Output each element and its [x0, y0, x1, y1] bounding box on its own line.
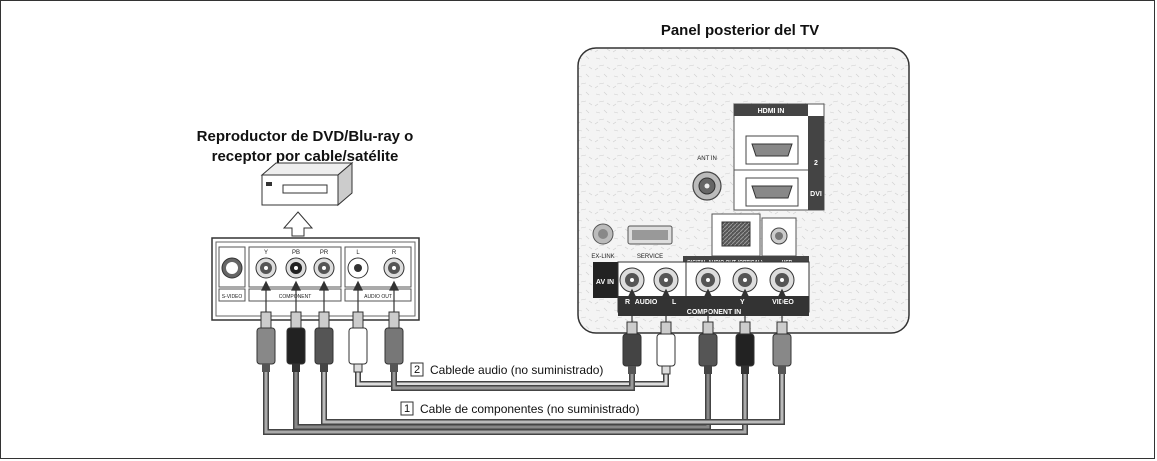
player-side-plugs	[256, 311, 404, 373]
hdmi-2-label: 2	[814, 160, 818, 167]
dvd-player-icon	[260, 161, 354, 207]
tv-rca-jacks	[619, 267, 795, 293]
player-s-video-jack	[221, 257, 243, 279]
component-cable	[263, 370, 785, 435]
s-video-label: S-VIDEO	[222, 294, 243, 300]
audio-l-label: L	[672, 299, 677, 306]
player-pb-jack	[285, 257, 307, 279]
usb-port	[761, 217, 797, 257]
player-title-line1: Reproductor de DVD/Blu-ray o	[196, 128, 414, 145]
plug-r-player	[384, 311, 404, 372]
component-cable-number: 1	[404, 403, 410, 415]
audio-out-label: AUDIO OUT	[364, 294, 392, 300]
tv-audio-r-jack	[619, 267, 645, 293]
player-pr-label: PR	[320, 250, 329, 256]
audio-cable	[355, 368, 669, 391]
dvi-label: DVI	[810, 191, 822, 198]
hdmi-in-label: HDMI IN	[758, 108, 785, 115]
plug-l-player	[348, 311, 368, 373]
plug-l-tv	[656, 321, 676, 375]
player-y-label: Y	[264, 250, 268, 256]
tv-connection-arrows	[627, 288, 787, 322]
hdmi-port-1	[745, 177, 799, 207]
plug-pr-tv	[698, 321, 718, 374]
plug-pr-player	[314, 311, 334, 372]
ant-in-port: ANT IN	[692, 156, 722, 201]
tv-y-jack	[769, 267, 795, 293]
audio-cable-caption: 2 Cablede audio (no suministrado)	[410, 362, 603, 377]
ant-in-label: ANT IN	[697, 156, 717, 162]
player-title-line2: receptor por cable/satélite	[211, 148, 399, 165]
player-back-panel: S-VIDEO COMPONENT AUDIO OUT Y PB PR L R	[211, 237, 420, 321]
ex-link-label: EX-LINK	[591, 254, 614, 260]
hdmi-port-2	[745, 135, 799, 165]
tv-pr-jack	[695, 267, 721, 293]
plug-y-player	[256, 311, 276, 372]
plug-r-tv	[622, 321, 642, 374]
player-r-label: R	[392, 250, 397, 256]
player-pb-label: PB	[292, 250, 300, 256]
player-title: Reproductor de DVD/Blu-ray o receptor po…	[160, 127, 450, 167]
tv-side-plugs	[622, 321, 792, 375]
video-label: VIDEO	[772, 299, 794, 306]
tv-pb-jack	[732, 267, 758, 293]
player-r-jack	[383, 257, 405, 279]
component-cable-label: Cable de componentes (no suministrado)	[420, 402, 639, 416]
plug-y-tv	[772, 321, 792, 374]
player-y-jack	[255, 257, 277, 279]
tv-panel-title: Panel posterior del TV	[660, 22, 820, 39]
player-connection-arrows	[261, 280, 399, 312]
audio-label: AUDIO	[635, 299, 658, 306]
player-l-jack	[347, 257, 369, 279]
player-l-label: L	[356, 250, 360, 256]
av-in-label: AV IN	[596, 279, 614, 286]
plug-pb-player	[286, 311, 306, 372]
plug-pb-tv	[735, 321, 755, 374]
hdmi-in-block: HDMI IN 2 DVI	[733, 103, 825, 211]
digital-audio-out-port	[711, 213, 761, 257]
component-in-label: COMPONENT IN	[687, 309, 741, 316]
component-label: COMPONENT	[279, 294, 312, 300]
ex-link-port: EX-LINK	[591, 223, 615, 260]
player-pr-jack	[313, 257, 335, 279]
audio-cable-label: Cablede audio (no suministrado)	[430, 363, 603, 377]
player-arrow	[282, 211, 314, 237]
audio-r-label: R	[625, 299, 630, 306]
audio-cable-number: 2	[414, 364, 420, 376]
service-port: SERVICE	[627, 225, 673, 260]
service-label: SERVICE	[637, 254, 663, 260]
component-cable-caption: 1 Cable de componentes (no suministrado)	[400, 401, 639, 416]
tv-audio-l-jack	[653, 267, 679, 293]
y-label: Y	[740, 299, 745, 306]
